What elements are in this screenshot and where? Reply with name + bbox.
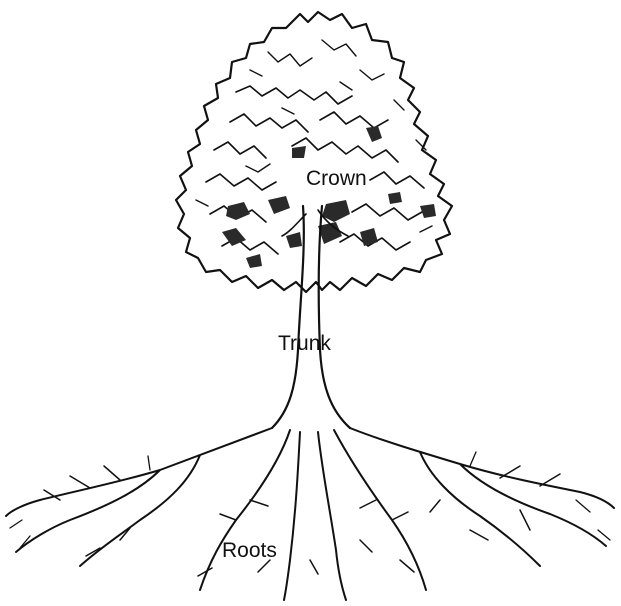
trunk-label: Trunk [278,333,331,354]
crown-foliage [176,12,452,292]
roots-label: Roots [222,540,277,561]
root-system [6,428,614,600]
trunk-outline [272,206,350,428]
crown-label: Crown [306,168,367,189]
